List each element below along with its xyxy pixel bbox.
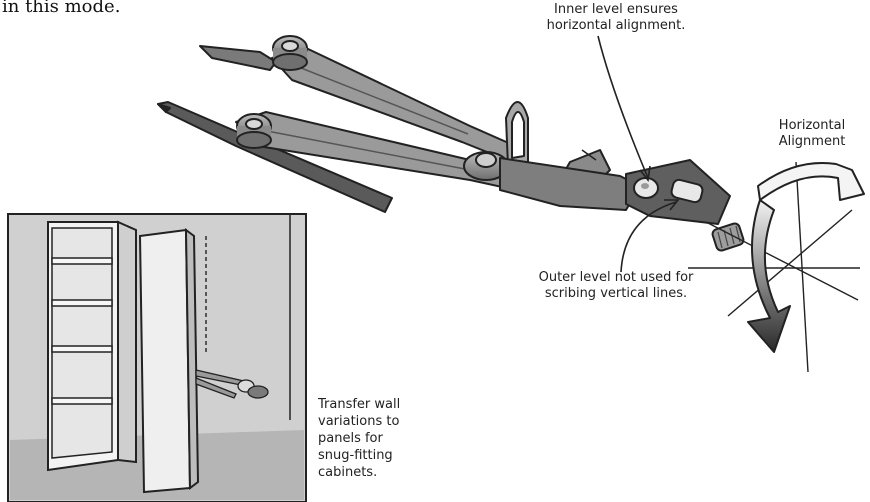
outer-level-callout: Outer level not used for scribing vertic… bbox=[506, 270, 726, 302]
transfer-note: Transfer wall variations to panels for s… bbox=[318, 396, 438, 481]
horizontal-alignment-label: Horizontal Alignment bbox=[762, 118, 862, 150]
transfer-note-line-1: Transfer wall bbox=[318, 397, 401, 412]
outer-level-line-2: scribing vertical lines. bbox=[544, 286, 688, 301]
horizontal-alignment-line-1: Horizontal bbox=[778, 118, 846, 133]
tool-body bbox=[499, 157, 641, 211]
callout-leaders bbox=[597, 35, 680, 273]
outer-level-vial bbox=[670, 178, 704, 204]
transfer-note-line-3: panels for bbox=[318, 431, 383, 446]
intro-text-fragment: in this mode. bbox=[2, 0, 121, 17]
cabinet-shelves bbox=[51, 257, 113, 405]
upper-scriber-point bbox=[199, 45, 277, 71]
outer-level-line-1: Outer level not used for bbox=[538, 270, 694, 285]
inner-level-line-1: Inner level ensures bbox=[554, 2, 678, 17]
alignment-axes bbox=[688, 161, 860, 373]
outer-level-leader bbox=[620, 201, 677, 273]
transfer-note-line-2: variations to bbox=[318, 414, 400, 429]
transfer-note-line-4: snug-fitting bbox=[318, 448, 393, 463]
cabinet-inset bbox=[7, 213, 307, 502]
compass-scribe-tool bbox=[157, 35, 745, 252]
horizontal-alignment-line-2: Alignment bbox=[778, 134, 846, 149]
inner-level-callout: Inner level ensures horizontal alignment… bbox=[526, 2, 706, 34]
rotation-arrow bbox=[747, 161, 865, 353]
inner-level-line-2: horizontal alignment. bbox=[546, 18, 686, 33]
knurled-knob bbox=[711, 222, 745, 252]
transfer-note-line-5: cabinets. bbox=[318, 465, 378, 480]
inner-level-leader bbox=[597, 35, 649, 179]
pencil bbox=[157, 101, 393, 213]
inset-scribe-tool bbox=[195, 369, 269, 399]
scribed-panel bbox=[138, 228, 192, 494]
